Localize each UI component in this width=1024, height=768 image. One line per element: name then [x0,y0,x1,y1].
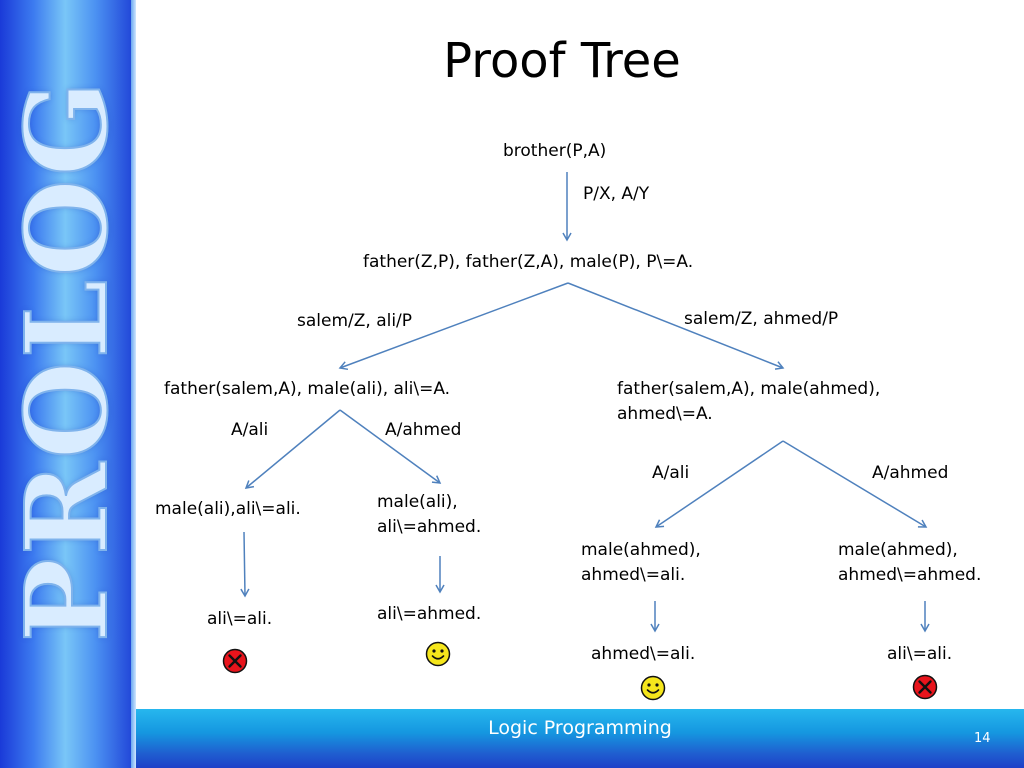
level1-goal: father(Z,P), father(Z,A), male(P), P\=A. [363,252,694,272]
right-left-goal-line2: ahmed\=ali. [581,565,686,585]
right-right-goal: male(ahmed), ahmed\=ahmed. [838,538,981,588]
right-left-goal-line1: male(ahmed), [581,540,701,560]
left-substitution: salem/Z, ali/P [297,311,413,331]
right-goal-line2: ahmed\=A. [617,404,713,424]
edge-left-right [339,409,442,484]
right-left-goal: male(ahmed), ahmed\=ali. [581,538,701,588]
left-goal: father(salem,A), male(ali), ali\=A. [164,379,451,399]
left-left-result: ali\=ali. [207,609,273,629]
page-number: 14 [974,731,991,746]
smiley-icon [640,675,666,701]
fail-icon [222,648,248,674]
slide-title: Proof Tree [443,33,681,89]
left-right-goal: male(ali), ali\=ahmed. [377,490,481,540]
right-goal-line1: father(salem,A), male(ahmed), [617,379,881,399]
footer-text: Logic Programming [488,717,672,739]
edge-left-left [244,409,341,489]
left-right-goal-line2: ali\=ahmed. [377,517,482,537]
root-substitution: P/X, A/Y [583,184,650,204]
edge-right-right [782,440,928,528]
left-right-substitution: A/ahmed [385,420,462,440]
edge-right-left [654,440,784,528]
left-right-goal-line1: male(ali), [377,492,458,512]
root-goal: brother(P,A) [503,141,607,161]
right-right-substitution: A/ahmed [872,463,949,483]
edge-right [567,282,785,370]
right-right-result: ali\=ali. [887,644,953,664]
right-right-goal-line1: male(ahmed), [838,540,958,560]
left-left-substitution: A/ali [231,420,269,440]
fail-icon [912,674,938,700]
left-left-goal: male(ali),ali\=ali. [155,499,301,519]
sidebar-edge [131,0,136,768]
edge-left [338,282,569,371]
right-left-substitution: A/ali [652,463,690,483]
footer-bar: Logic Programming 14 [136,709,1024,768]
sidebar-banner: PROLOG [0,0,136,768]
right-right-goal-line2: ahmed\=ahmed. [838,565,982,585]
right-goal: father(salem,A), male(ahmed), ahmed\=A. [617,377,880,427]
left-right-result: ali\=ahmed. [377,604,482,624]
smiley-icon [425,641,451,667]
right-substitution: salem/Z, ahmed/P [684,309,839,329]
right-left-result: ahmed\=ali. [591,644,696,664]
edge-ll-result [240,531,250,598]
